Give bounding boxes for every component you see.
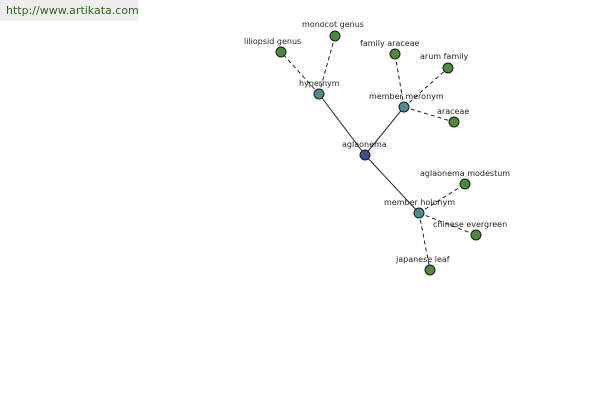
node-chinese-evergreen[interactable] <box>470 229 482 241</box>
label-liliopsid-genus: liliopsid genus <box>244 37 301 46</box>
label-arum-family: arum family <box>420 52 469 61</box>
edge-member-meronym-family-araceae <box>394 53 405 108</box>
node-araceae[interactable] <box>448 116 460 128</box>
node-liliopsid-genus[interactable] <box>275 46 287 58</box>
node-monocot-genus[interactable] <box>329 30 341 42</box>
edge-aglaonema-member-holonym <box>364 154 420 214</box>
node-hypernym[interactable] <box>313 88 325 100</box>
node-family-araceae[interactable] <box>389 48 401 60</box>
label-hypernym: hypernym <box>299 79 340 88</box>
edge-member-holonym-japanese-leaf <box>418 212 431 271</box>
edge-hypernym-monocot-genus <box>318 35 336 95</box>
edge-hypernym-liliopsid-genus <box>280 51 320 95</box>
watermark-link[interactable]: http://www.artikata.com <box>0 0 139 21</box>
node-aglaonema-modestum[interactable] <box>459 178 471 190</box>
edge-aglaonema-hypernym <box>318 93 366 156</box>
label-family-araceae: family araceae <box>360 39 420 48</box>
edge-aglaonema-member-meronym <box>364 106 405 156</box>
label-araceae: araceae <box>437 107 469 116</box>
edge-member-holonym-aglaonema-modestum <box>418 183 466 214</box>
label-japanese-leaf: japanese leaf <box>395 255 450 264</box>
edge-member-meronym-arum-family <box>403 67 449 108</box>
node-aglaonema[interactable] <box>359 149 371 161</box>
edge-member-holonym-chinese-evergreen <box>418 212 477 236</box>
node-japanese-leaf[interactable] <box>424 264 436 276</box>
label-chinese-evergreen: chinese evergreen <box>433 220 507 229</box>
node-member-meronym[interactable] <box>398 101 410 113</box>
node-arum-family[interactable] <box>442 62 454 74</box>
label-aglaonema: aglaonema <box>342 140 387 149</box>
label-aglaonema-modestum: aglaonema modestum <box>420 169 510 178</box>
label-member-meronym: member meronym <box>369 92 444 101</box>
node-member-holonym[interactable] <box>413 207 425 219</box>
label-member-holonym: member holonym <box>384 198 455 207</box>
edge-member-meronym-araceae <box>403 106 455 123</box>
label-monocot-genus: monocot genus <box>302 20 364 29</box>
